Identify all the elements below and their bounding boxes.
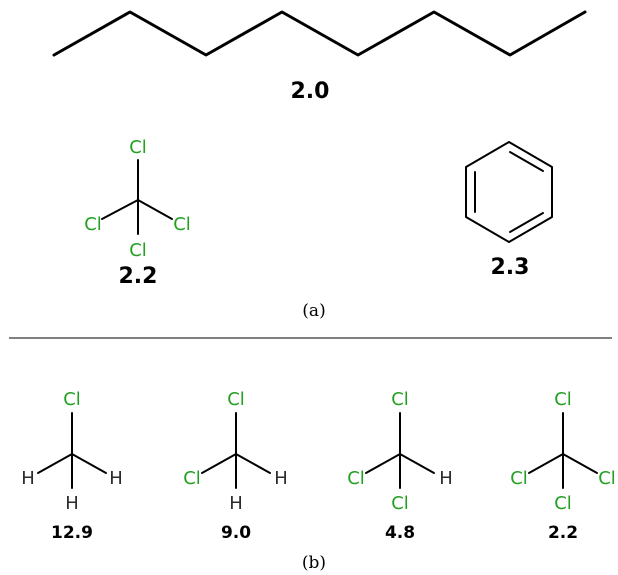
molecule-ccl4-b: Cl Cl Cl Cl 2.2: [510, 389, 616, 543]
atom-cl-right: Cl: [598, 468, 616, 489]
ccl4-b-value: 2.2: [548, 523, 578, 543]
atom-h-right: H: [439, 468, 453, 489]
atom-cl-top: Cl: [227, 389, 245, 410]
atom-h-left: H: [21, 468, 35, 489]
molecule-dichloromethane: Cl Cl H H 9.0: [183, 389, 288, 543]
atom-h-bottom: H: [65, 493, 79, 514]
bond-c-cl-left: [528, 453, 564, 474]
caption-a: (a): [302, 301, 325, 321]
benzene-double-bond-1: [509, 151, 544, 172]
atom-cl-left: Cl: [183, 468, 201, 489]
panel-a: 2.0 Cl Cl Cl Cl 2.2 2.3 (a): [52, 10, 587, 321]
benzene-double-bond-2: [509, 212, 544, 233]
bond-c-h-right: [399, 453, 435, 474]
molecule-ccl4-a: Cl Cl Cl Cl 2.2: [84, 137, 191, 289]
atom-h-right: H: [274, 468, 288, 489]
atom-cl-right: Cl: [173, 214, 191, 235]
caption-b: (b): [302, 553, 326, 573]
bond-c-h-right: [71, 453, 107, 474]
molecule-octane: 2.0: [52, 10, 587, 104]
ccl4-a-value: 2.2: [119, 264, 158, 289]
atom-h-right: H: [109, 468, 123, 489]
atom-cl-left: Cl: [84, 214, 102, 235]
atom-cl-top: Cl: [554, 389, 572, 410]
atom-cl: Cl: [63, 389, 81, 410]
atom-cl-bottom: Cl: [554, 493, 572, 514]
molecule-chloromethane: Cl H H H 12.9: [21, 389, 123, 543]
octane-value: 2.0: [291, 79, 330, 104]
bond-c-h-left: [37, 453, 73, 474]
atom-cl-top: Cl: [391, 389, 409, 410]
atom-cl-bottom: Cl: [129, 240, 147, 261]
panel-b: Cl H H H 12.9 Cl Cl H H 9.0 Cl Cl H: [21, 389, 616, 573]
dichloromethane-value: 9.0: [221, 523, 251, 543]
chloromethane-value: 12.9: [51, 523, 93, 543]
chloroform-value: 4.8: [385, 523, 415, 543]
molecule-benzene: 2.3: [465, 141, 553, 280]
bond-c-cl-left: [101, 199, 139, 220]
benzene-value: 2.3: [491, 255, 530, 280]
benzene-ring: [465, 141, 553, 243]
bond-c-cl-right: [137, 199, 173, 220]
atom-cl-top: Cl: [129, 137, 147, 158]
atom-cl-bottom: Cl: [391, 493, 409, 514]
bond-c-cl-right: [562, 453, 598, 474]
bond-c-cl-left: [365, 453, 401, 474]
atom-h-bottom: H: [229, 493, 243, 514]
molecule-chloroform: Cl Cl H Cl 4.8: [347, 389, 453, 543]
octane-skeleton: [52, 10, 587, 57]
bond-c-cl-left: [201, 453, 237, 474]
atom-cl-left: Cl: [347, 468, 365, 489]
atom-cl-left: Cl: [510, 468, 528, 489]
bond-c-h-right: [235, 453, 271, 474]
